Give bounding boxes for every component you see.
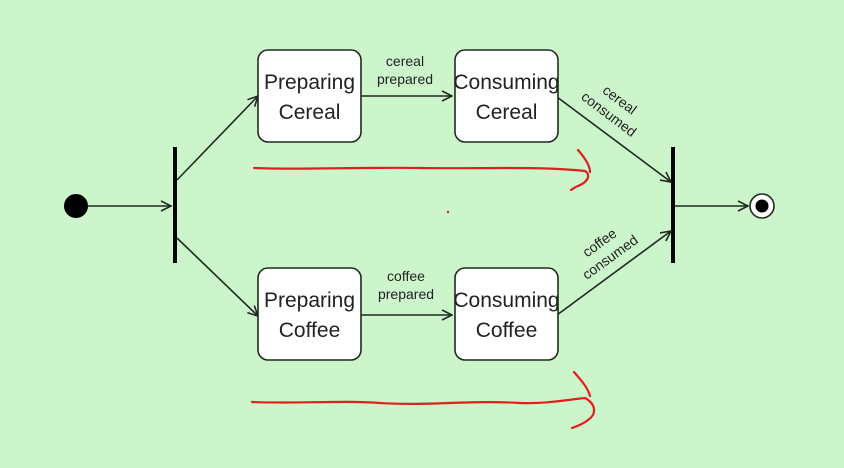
label-cereal-prepared: cereal prepared [377, 53, 433, 87]
state-label-line1: Preparing [264, 71, 355, 94]
state-consuming-cereal: Consuming Cereal [453, 49, 560, 143]
final-node-dot [755, 199, 769, 213]
red-annotation-arrowhead-bottom [572, 370, 592, 398]
state-label-line1: Preparing [264, 289, 355, 312]
state-consuming-coffee: Consuming Coffee [453, 267, 560, 361]
transition-label-line2: prepared [377, 71, 433, 87]
transition-label-line1: cereal [386, 53, 424, 69]
state-preparing-coffee: Preparing Coffee [257, 267, 362, 361]
transition-label-line2: prepared [378, 286, 434, 302]
state-label-line2: Cereal [476, 101, 538, 124]
state-label-line1: Consuming [453, 71, 559, 94]
initial-node [64, 194, 88, 218]
coffee-consumed-arrow [556, 231, 671, 316]
state-label-line1: Consuming [453, 289, 559, 312]
red-annotation-arrowhead-top [576, 148, 592, 174]
label-coffee-prepared: coffee prepared [378, 268, 434, 302]
state-label-line2: Cereal [279, 101, 341, 124]
red-annotation-arrow-top [252, 166, 590, 192]
state-label-line2: Coffee [279, 319, 341, 342]
state-preparing-cereal: Preparing Cereal [257, 49, 362, 143]
transition-label-line1: coffee [387, 268, 425, 284]
fork-to-preparing-coffee-arrow [176, 237, 258, 316]
red-annotation-arrow-bottom [250, 396, 596, 430]
state-label-line2: Coffee [476, 319, 538, 342]
fork-to-preparing-cereal-arrow [176, 96, 258, 181]
stray-mark [446, 210, 450, 214]
cereal-consumed-arrow [556, 96, 671, 182]
